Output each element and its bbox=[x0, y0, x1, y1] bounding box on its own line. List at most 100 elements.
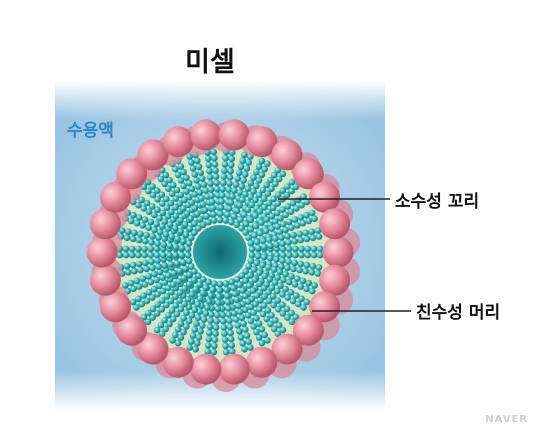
tail-bead bbox=[151, 211, 158, 219]
tail-bead bbox=[255, 191, 263, 199]
tail-bead bbox=[244, 298, 252, 305]
tail-bead bbox=[140, 292, 147, 299]
tail-bead bbox=[222, 217, 230, 224]
tail-bead bbox=[145, 187, 152, 195]
tail-bead bbox=[278, 234, 285, 241]
tail-bead bbox=[162, 231, 170, 238]
tail-bead bbox=[191, 190, 198, 198]
tail-bead bbox=[249, 287, 257, 294]
tail-bead bbox=[194, 183, 202, 190]
tail-bead bbox=[147, 218, 155, 226]
tail-bead bbox=[258, 325, 266, 333]
tail-bead bbox=[165, 185, 172, 192]
tail-bead bbox=[197, 328, 204, 335]
tail-bead bbox=[265, 236, 273, 243]
tail-bead bbox=[308, 269, 316, 276]
tail-bead bbox=[250, 174, 257, 181]
tail-bead bbox=[238, 314, 246, 322]
tail-bead bbox=[185, 240, 193, 247]
tail-bead bbox=[268, 312, 275, 319]
tail-bead bbox=[229, 348, 236, 355]
tail-bead bbox=[207, 180, 214, 187]
tail-bead bbox=[202, 187, 209, 194]
tail-bead bbox=[213, 317, 220, 325]
tail-bead bbox=[205, 278, 212, 286]
tail-bead bbox=[198, 194, 205, 202]
tail-bead bbox=[237, 216, 244, 223]
tail-bead bbox=[145, 289, 153, 296]
tail-bead bbox=[247, 317, 255, 325]
head-bead bbox=[190, 353, 222, 385]
tail-bead bbox=[267, 176, 274, 184]
tail-bead bbox=[153, 326, 161, 334]
tail-bead bbox=[174, 339, 182, 347]
tail-bead bbox=[204, 342, 212, 349]
tail-bead bbox=[245, 159, 252, 166]
tail-bead bbox=[145, 273, 152, 280]
tail-bead bbox=[285, 278, 293, 286]
tail-bead bbox=[151, 226, 158, 234]
tail-bead bbox=[284, 203, 292, 210]
head-bead bbox=[137, 139, 169, 171]
tail-bead bbox=[232, 181, 240, 188]
tail-bead bbox=[180, 274, 188, 282]
head-bead bbox=[319, 208, 351, 240]
tail-bead bbox=[253, 292, 260, 299]
tail-bead bbox=[225, 205, 233, 212]
tail-bead bbox=[220, 324, 228, 331]
tail-bead bbox=[210, 217, 218, 224]
head-bead bbox=[218, 353, 250, 385]
tail-bead bbox=[241, 151, 248, 159]
tail-bead bbox=[220, 317, 227, 325]
tail-bead bbox=[293, 292, 300, 299]
tail-bead bbox=[236, 189, 244, 196]
tail-bead bbox=[231, 187, 238, 194]
tail-bead bbox=[188, 199, 196, 206]
tail-bead bbox=[211, 336, 219, 344]
tail-bead bbox=[296, 266, 303, 274]
tail-bead bbox=[245, 338, 252, 345]
tail-bead bbox=[250, 323, 257, 330]
tail-bead bbox=[151, 270, 158, 278]
tail-bead bbox=[173, 186, 181, 194]
tail-bead bbox=[159, 251, 167, 259]
tail-bead bbox=[177, 305, 185, 313]
tail-bead bbox=[296, 230, 303, 238]
tail-bead bbox=[206, 323, 214, 331]
tail-bead bbox=[155, 263, 162, 270]
tail-bead bbox=[285, 239, 292, 246]
tail-bead bbox=[189, 332, 197, 339]
head-bead bbox=[137, 333, 169, 365]
tail-bead bbox=[297, 260, 305, 268]
tail-bead bbox=[158, 200, 166, 207]
tail-bead bbox=[147, 245, 155, 253]
tail-bead bbox=[131, 229, 138, 237]
tail-bead bbox=[184, 295, 192, 303]
tail-bead bbox=[207, 292, 215, 299]
tail-bead bbox=[176, 267, 183, 275]
tail-bead bbox=[188, 185, 196, 192]
tail-bead bbox=[122, 282, 129, 289]
tail-bead bbox=[302, 229, 310, 237]
tail-bead bbox=[274, 330, 282, 338]
tail-bead bbox=[172, 224, 179, 232]
hydrophilic-heads bbox=[86, 119, 361, 392]
tail-bead bbox=[161, 218, 169, 225]
head-bead bbox=[322, 236, 354, 268]
tail-bead bbox=[135, 260, 143, 268]
tail-bead bbox=[141, 216, 149, 223]
tail-bead bbox=[272, 316, 279, 324]
tail-bead bbox=[270, 301, 277, 309]
tail-bead bbox=[262, 227, 270, 235]
tail-bead bbox=[158, 191, 166, 198]
tail-bead bbox=[185, 317, 193, 325]
tail-bead bbox=[236, 169, 243, 176]
tail-bead bbox=[258, 219, 265, 226]
tail-bead bbox=[279, 251, 287, 259]
tail-bead bbox=[233, 207, 241, 215]
hydrophilic-head-label: 친수성 머리 bbox=[416, 303, 501, 323]
tail-bead bbox=[173, 310, 181, 318]
tail-bead bbox=[221, 161, 229, 168]
tail-bead bbox=[137, 266, 144, 274]
tail-bead bbox=[158, 306, 166, 313]
